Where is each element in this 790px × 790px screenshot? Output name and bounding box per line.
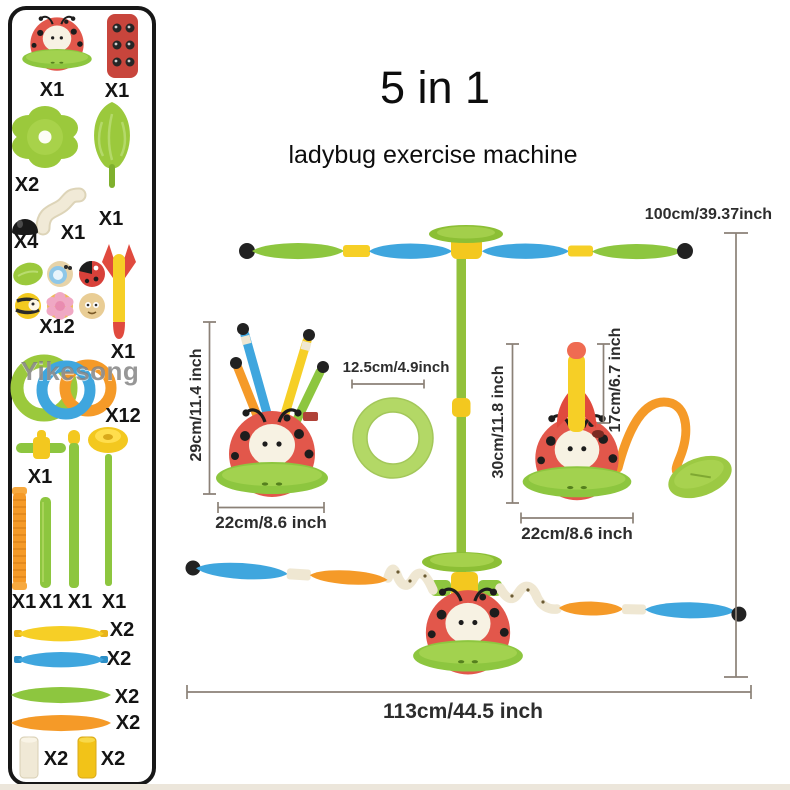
qty-label: X2 (109, 619, 135, 641)
dim-rocket-game-height: 30cm/11.8 inch (490, 365, 507, 479)
dim-rocket-height: 17cm/6.7 inch (607, 327, 624, 433)
qty-label: X4 (13, 231, 39, 253)
medium-green-pole-icon (68, 430, 80, 588)
dim-total-width: 113cm/44.5 inch (383, 700, 543, 723)
qty-label: X2 (100, 748, 126, 770)
top-spinner (239, 225, 693, 260)
orange-pole-icon (12, 487, 27, 590)
qty-label: X1 (60, 222, 86, 244)
white-sleeve-icon (19, 736, 39, 779)
flower-disc-icon (12, 106, 78, 168)
toss-rings-icon (10, 354, 117, 422)
qty-label: X1 (39, 79, 65, 101)
yellow-blade-icon (14, 626, 108, 642)
qty-label: X1 (38, 591, 64, 613)
qty-label: X1 (67, 591, 93, 613)
black-cap-icon (12, 219, 38, 235)
qty-label: X12 (39, 316, 75, 338)
remote-control-icon (107, 14, 138, 78)
t-connector-icon (16, 430, 66, 459)
insect-stickers-icon (13, 260, 105, 320)
dim-ring-diameter: 12.5cm/4.9inch (342, 359, 450, 376)
qty-label: X1 (104, 80, 130, 102)
dim-rocket-game-width: 22cm/8.6 inch (521, 524, 633, 543)
dim-total-height: 100cm/39.37inch (644, 206, 772, 223)
qty-label: X2 (114, 686, 140, 708)
blue-blade-icon (14, 652, 108, 668)
curved-tube-icon (35, 187, 87, 236)
rocket-game (521, 342, 732, 502)
dim-stick-game-width: 22cm/8.6 inch (215, 513, 327, 532)
qty-label: X1 (110, 341, 136, 363)
qty-label: X12 (105, 405, 141, 427)
stick-game (214, 323, 330, 499)
yellow-sleeve-icon (77, 736, 97, 779)
bottom-edge-strip (0, 784, 790, 790)
qty-label: X1 (98, 208, 124, 230)
qty-label: X2 (43, 748, 69, 770)
leaf-paddle-icon (94, 102, 130, 188)
qty-label: X1 (101, 591, 127, 613)
flower-top-pole-icon (88, 427, 128, 586)
dimension-lines (186, 232, 752, 699)
page-title: 5 in 1 (379, 62, 491, 113)
qty-label: X1 (27, 466, 53, 488)
qty-label: X2 (115, 712, 141, 734)
foam-rocket-icon (102, 244, 136, 339)
dim-stick-game-height: 29cm/11.4 inch (188, 348, 205, 462)
page-subtitle: ladybug exercise machine (288, 141, 578, 169)
toss-ring (352, 397, 434, 479)
short-green-pole-icon (40, 497, 51, 588)
brand-watermark: Yikesong (20, 356, 140, 386)
bottom-spinner (185, 552, 747, 677)
qty-label: X2 (106, 648, 132, 670)
qty-label: X2 (14, 174, 40, 196)
qty-label: X1 (11, 591, 37, 613)
center-pole (452, 256, 471, 586)
